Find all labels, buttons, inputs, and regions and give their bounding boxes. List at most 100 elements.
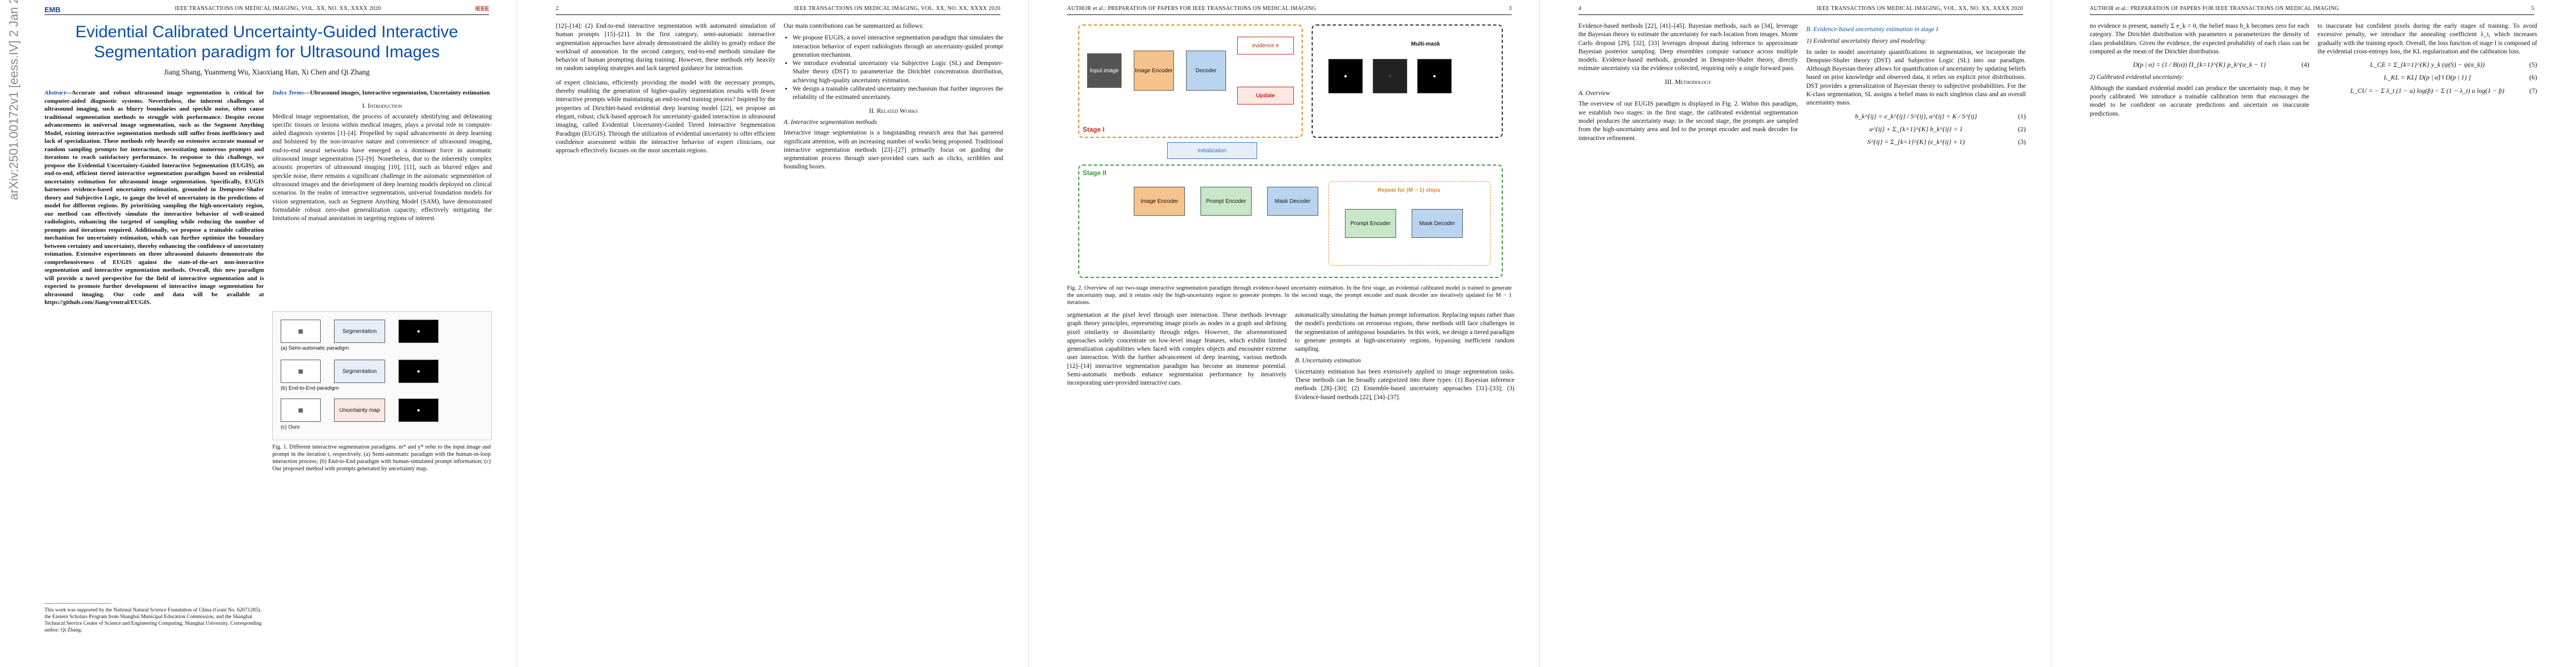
left-column: Evidence-based methods [22], [41]–[45]. …	[1578, 22, 1798, 143]
footnote: This work was supported by the National …	[44, 608, 262, 633]
header-rule	[1578, 14, 2023, 15]
index-terms: Index Terms—Ultrasound images, Interacti…	[272, 89, 492, 97]
abstract-text: —Accurate and robust ultrasound image se…	[44, 89, 264, 306]
mask-thumb: ●	[1328, 59, 1363, 93]
mask-decoder-box-2: Mask Decoder	[1412, 209, 1463, 238]
ieee-logo: IEEE	[475, 6, 489, 12]
paper-title: Evidential Calibrated Uncertainty-Guided…	[75, 23, 459, 61]
right-column: to inaccurate but confident pixels durin…	[2318, 22, 2537, 99]
header-rule	[2090, 14, 2534, 15]
journal-header: IEEE TRANSACTIONS ON MEDICAL IMAGING, VO…	[794, 6, 1000, 12]
intro-more: of expert clinicians, efficiently provid…	[556, 79, 775, 155]
page-separator	[1539, 0, 1540, 667]
multi-mask-label: Multi-mask	[1401, 37, 1451, 51]
author-header: AUTHOR et al.: PREPARATION OF PAPERS FOR…	[1067, 6, 1317, 12]
author-header: AUTHOR et al.: PREPARATION OF PAPERS FOR…	[2090, 6, 2339, 12]
fig1-input-box-c: ▦	[281, 399, 321, 422]
right-column: Index Terms—Ultrasound images, Interacti…	[272, 89, 492, 223]
right-column: Our main contributions can be summarized…	[784, 22, 1003, 172]
fig1-label-a: (a) Semi-automatic paradigm	[281, 345, 349, 351]
loss-text: to inaccurate but confident pixels durin…	[2318, 23, 2537, 55]
contribution-list: We propose EUGIS, a novel interactive se…	[784, 34, 1003, 102]
running-header: IEEE TRANSACTIONS ON MEDICAL IMAGING, VO…	[175, 6, 381, 12]
page-1: arXiv:2501.00172v1 [eess.IV] 2 Jan 2025 …	[7, 0, 511, 667]
equation-1-number: (1)	[2018, 112, 2026, 120]
figure-2-caption: Fig. 2. Overview of our two-stage intera…	[1067, 285, 1512, 306]
equation-5-number: (5)	[2529, 61, 2537, 69]
fig1-seg-box: Segmentation	[334, 320, 385, 343]
index-text: —Ultrasound images, Interactive segmenta…	[303, 89, 490, 96]
stage-1-label: Stage I	[1083, 126, 1105, 133]
fig1-seg-box-b: Segmentation	[334, 360, 385, 383]
left-column: segmentation at the pixel level through …	[1067, 311, 1287, 388]
paragraph-heading: 2) Calibrated evidential uncertainty:	[2090, 74, 2184, 81]
page-number: 4	[1578, 6, 1582, 12]
uncertainty-text: Uncertainty estimation has been extensiv…	[1295, 368, 1514, 401]
figure-1: ▦ Segmentation ● (a) Semi-automatic para…	[272, 311, 492, 440]
index-label: Index Terms	[272, 89, 304, 96]
page-4: 4 IEEE TRANSACTIONS ON MEDICAL IMAGING, …	[1545, 0, 2045, 667]
evidence-box: evidence e	[1237, 37, 1294, 54]
page-2: 2 IEEE TRANSACTIONS ON MEDICAL IMAGING, …	[522, 0, 1023, 667]
uncertainty-continued: Evidence-based methods [22], [41]–[45]. …	[1578, 23, 1798, 72]
running-header-3: AUTHOR et al.: PREPARATION OF PAPERS FOR…	[1067, 6, 1512, 14]
section-method-heading: III. Methodology	[1665, 77, 1712, 86]
equation-7-body: L_CU = − Σ λ_t (1 − u) log(p̂) − Σ (1 − …	[2350, 86, 2504, 94]
update-box: Update	[1237, 87, 1294, 104]
mask-thumb: ●	[1417, 59, 1452, 93]
equation-5-body: L_CE = Σ_{k=1}^{K} y_k (ψ(S) − ψ(α_k))	[2370, 61, 2485, 69]
fig1-label-b: (b) End-to-End paradigm	[281, 385, 339, 391]
subsection-heading: A. Overview	[1578, 90, 1610, 97]
calibration-text: Although the standard evidential model c…	[2090, 84, 2309, 117]
page-number: 5	[2531, 6, 2534, 12]
contrib-intro: Our main contributions can be summarized…	[784, 23, 924, 29]
subsection-heading: A. Interactive segmentation methods	[784, 118, 877, 126]
initialization-box: Initialization	[1167, 142, 1257, 159]
equation-5: L_CE = Σ_{k=1}^{K} y_k (ψ(S) − ψ(α_k)) (5…	[2318, 61, 2537, 69]
multi-mask-frame	[1312, 24, 1503, 138]
fig1-input-box: ▦	[281, 320, 321, 343]
equation-7-number: (7)	[2529, 86, 2537, 94]
mask-decoder-box: Mask Decoder	[1267, 187, 1318, 216]
equation-2-number: (2)	[2018, 125, 2026, 133]
running-header-2: 2 IEEE TRANSACTIONS ON MEDICAL IMAGING, …	[556, 6, 1000, 14]
equation-3: S^{ij} = Σ_{k=1}^{K} (e_k^{ij} + 1)(3)	[1806, 138, 2026, 146]
equation-1-body: b_k^{ij} = e_k^{ij} / S^{ij}, u^{ij} = K…	[1855, 112, 1977, 120]
header-rule	[556, 14, 1000, 15]
dirichlet-text: no evidence is present, namely Σ e_k = 0…	[2090, 23, 2309, 55]
contribution-item: We propose EUGIS, a novel interactive se…	[793, 34, 1003, 59]
equation-4-body: D(p | α) = (1 / B(α)) Π_{k=1}^{K} p_k^{α…	[2132, 61, 2266, 69]
overview-text: The overview of our EUGIS paradigm is di…	[1578, 101, 1798, 142]
evidence-theory-text: In order to model uncertainty quantifica…	[1806, 48, 2026, 107]
equation-1: b_k^{ij} = e_k^{ij} / S^{ij}, u^{ij} = K…	[1806, 112, 2026, 121]
equation-6: L_KL = KL[ D(p | α̃) ‖ D(p | 1) ](6)	[2318, 73, 2537, 82]
stage-2-label: Stage II	[1083, 169, 1107, 177]
paragraph-heading: 1) Evidential uncertainty theory and mod…	[1806, 38, 1927, 45]
intro-continued: [12]–[14]: (2) End-to-end interactive se…	[556, 23, 775, 72]
author-list: Jiang Shang, Yuanmeng Wu, Xiaoxiang Han,…	[163, 68, 370, 76]
equation-4-number: (4)	[2301, 61, 2309, 69]
prompt-encoder-box-2: Prompt Encoder	[1345, 209, 1396, 238]
abstract: Abstract—Accurate and robust ultrasound …	[44, 89, 264, 307]
equation-7: L_CU = − Σ λ_t (1 − u) log(p̂) − Σ (1 − …	[2318, 87, 2537, 95]
arxiv-stamp: arXiv:2501.00172v1 [eess.IV] 2 Jan 2025	[7, 0, 21, 200]
running-header-5: AUTHOR et al.: PREPARATION OF PAPERS FOR…	[2090, 6, 2534, 14]
header-rule	[1067, 14, 1512, 15]
right-column: B. Evidence-based uncertainty estimation…	[1806, 22, 2026, 151]
image-encoder-box: Image Encoder	[1134, 51, 1174, 91]
figure-1-caption: Fig. 1. Different interactive segmentati…	[272, 444, 491, 472]
page-separator	[1028, 0, 1029, 667]
uncertainty-thumb: ◌	[1373, 59, 1407, 93]
section-intro-heading: I. Introduction	[362, 102, 402, 110]
fig1-label-c: (c) Ours	[281, 424, 300, 430]
contribution-item: We introduce evidential uncertainty via …	[793, 59, 1003, 85]
related-continued: segmentation at the pixel level through …	[1067, 312, 1287, 387]
subsection-heading: B. Uncertainty estimation	[1295, 357, 1361, 365]
left-column: [12]–[14]: (2) End-to-end interactive se…	[556, 22, 775, 155]
equation-2: u^{ij} + Σ_{k=1}^{K} b_k^{ij} = 1(2)	[1806, 125, 2026, 133]
right-column: automatically simulating the human promp…	[1295, 311, 1514, 402]
repeat-frame	[1328, 181, 1491, 266]
decoder-box: Decoder	[1186, 51, 1226, 91]
abstract-label: Abstract	[44, 89, 66, 96]
related-text-2: automatically simulating the human promp…	[1295, 312, 1514, 353]
